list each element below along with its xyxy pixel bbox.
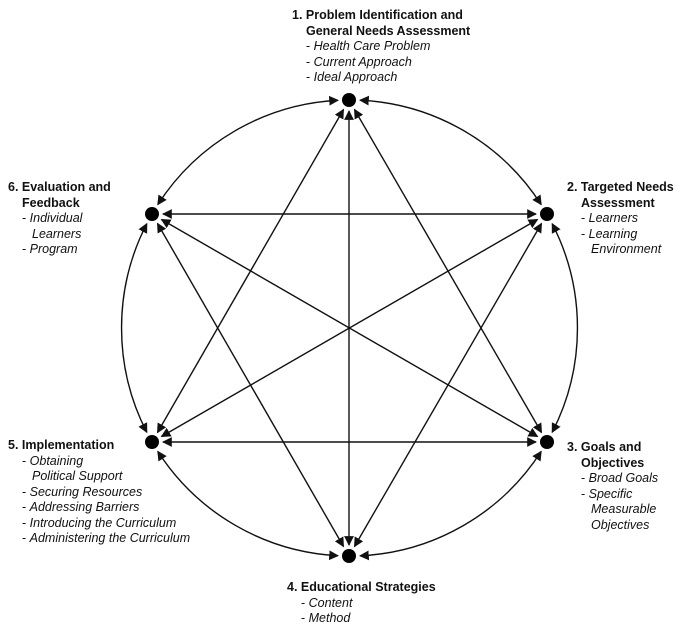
step6-title-line2: Feedback [22,195,80,210]
step4-label: 4. Educational Strategies - Content - Me… [287,580,436,627]
step4-node [342,549,356,563]
step3-label: 3. Goals and Objectives - Broad Goals - … [567,440,658,533]
step1-items: - Health Care Problem - Current Approach… [292,39,470,86]
step5-item: - Administering the Curriculum [22,531,191,545]
step4-item: - Method [301,611,351,625]
cycle-arc-5-6 [120,222,148,434]
step1-item: - Ideal Approach [306,70,398,84]
step1-title-line1: 1. Problem Identification and [292,8,463,22]
step3-title-line1: 3. Goals and [567,440,642,454]
step2-title-line2: Assessment [581,195,655,210]
step1-title-line2: General Needs Assessment [306,23,471,38]
step4-items: - Content - Method [287,596,436,627]
step1-label: 1. Problem Identification and General Ne… [292,8,470,86]
step3-title-line2: Objectives [581,455,645,470]
step5-item: - Introducing the Curriculum [22,515,177,530]
step2-item: - Learners [581,211,638,225]
inner-connector-arrows [156,108,543,548]
step1-node [342,93,356,107]
cycle-arc-6-1 [157,95,339,206]
step4-item: - Content [301,595,353,610]
step-nodes [145,93,554,563]
step1-item: - Health Care Problem [306,39,431,53]
cycle-arc-3-4 [359,450,542,561]
step5-title-line1: 5. Implementation [8,438,115,452]
step3-node [540,435,554,449]
step6-node [145,207,159,221]
step5-item: - Securing Resources [22,484,143,499]
step2-title-line1: 2. Targeted Needs [567,180,674,194]
step5-node [145,435,159,449]
step4-title-line1: 4. Educational Strategies [287,580,436,594]
cycle-arc-1-2 [359,95,542,206]
step3-item: - Broad Goals [581,471,659,485]
step5-item: - Addressing Barriers [22,500,140,514]
step6-title-line1: 6. Evaluation and [8,180,111,194]
step1-item: - Current Approach [306,54,412,69]
connector-4-6 [156,222,345,548]
step2-node [540,207,554,221]
step6-item: - Program [22,242,78,256]
step2-label: 2. Targeted Needs Assessment - Learners … [567,180,674,258]
cycle-arc-2-3 [551,222,579,434]
